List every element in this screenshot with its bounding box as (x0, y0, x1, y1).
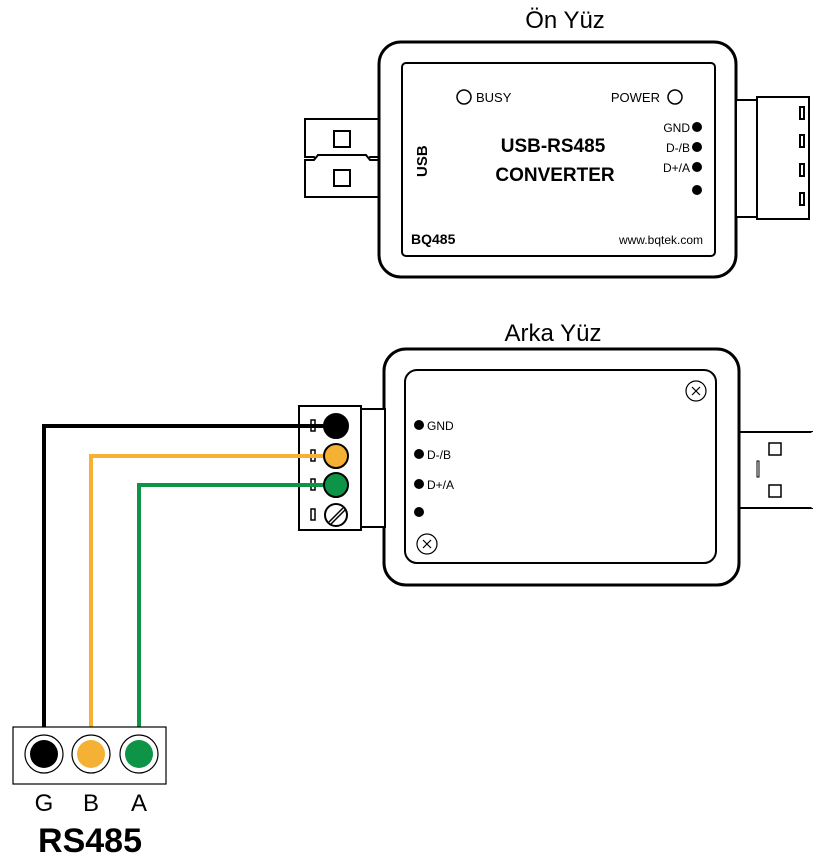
front-pin-4-dot (692, 185, 702, 195)
wire-b (89, 454, 336, 751)
back-label-panel (404, 369, 717, 564)
wire-a (137, 483, 336, 751)
usb-vertical-label: USB (414, 145, 431, 177)
back-pin-gnd-label: GND (427, 419, 454, 433)
back-screw-icon-top (685, 380, 707, 402)
front-pin-gnd-dot (692, 122, 702, 132)
front-pin-a-label: D+/A (663, 161, 690, 175)
front-pin-b-dot (692, 142, 702, 152)
busy-label: BUSY (476, 90, 512, 105)
back-pin-gnd-dot (414, 420, 424, 430)
front-pin-a-dot (692, 162, 702, 172)
website-label: www.bqtek.com (618, 233, 703, 247)
front-terminal-block (735, 96, 810, 220)
rs485-label-a: A (131, 790, 147, 817)
back-pin-b-label: D-/B (427, 448, 451, 462)
back-terminal-gnd (323, 413, 349, 439)
power-label: POWER (611, 90, 660, 105)
rs485-terminal-b (71, 734, 111, 774)
rs485-label-b: B (83, 790, 99, 817)
rs485-terminal-g (24, 734, 64, 774)
back-screw-icon-bottom (416, 533, 438, 555)
back-usb-plug (737, 431, 813, 509)
rs485-terminal-a (119, 734, 159, 774)
back-terminal-b (323, 443, 349, 469)
busy-led-icon (456, 89, 472, 105)
front-pin-gnd-label: GND (663, 121, 690, 135)
power-led-icon (667, 89, 683, 105)
back-pin-a-dot (414, 479, 424, 489)
front-label-panel (401, 62, 716, 257)
product-name-line1: USB-RS485 (501, 136, 606, 157)
back-pin-b-dot (414, 449, 424, 459)
rs485-label-g: G (35, 790, 54, 817)
back-pin-4-dot (414, 507, 424, 517)
model-label: BQ485 (411, 231, 456, 247)
wire-gnd (42, 424, 336, 751)
rs485-title: RS485 (38, 822, 142, 860)
product-name-line2: CONVERTER (495, 165, 615, 186)
front-view-title: Ön Yüz (525, 7, 605, 34)
front-pin-b-label: D-/B (666, 141, 690, 155)
back-terminal-a (323, 472, 349, 498)
back-view-title: Arka Yüz (505, 320, 602, 347)
front-usb-plug (304, 118, 381, 198)
back-pin-a-label: D+/A (427, 478, 454, 492)
